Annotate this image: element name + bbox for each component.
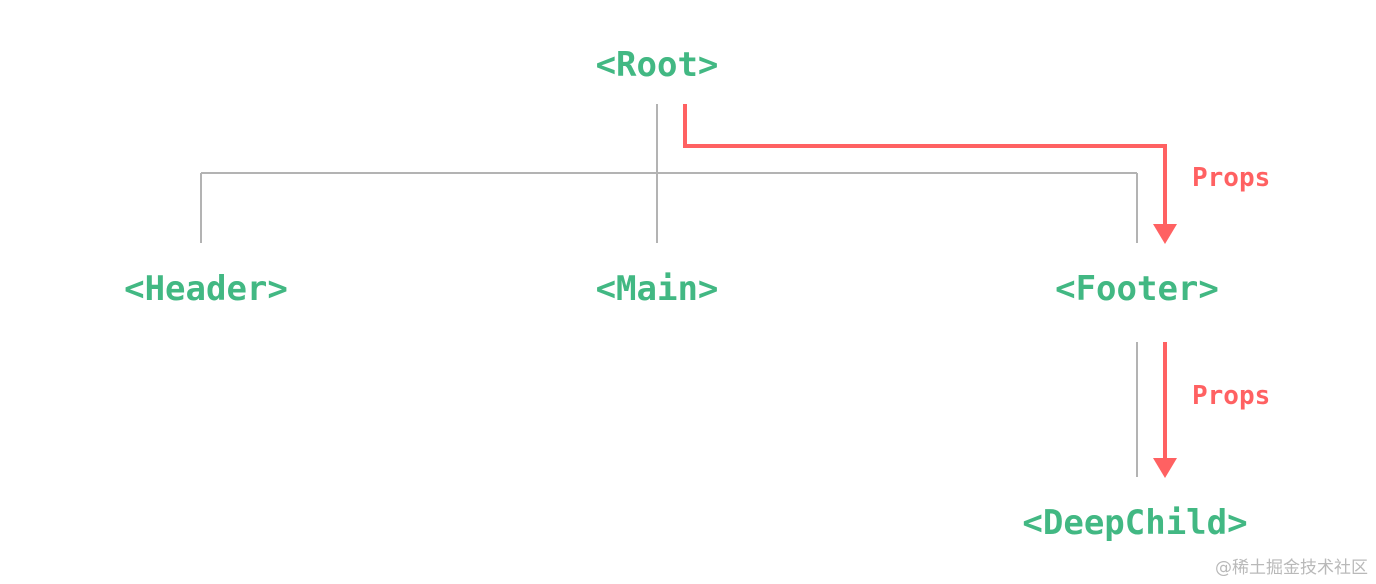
deepchild-node: <DeepChild> [1022, 503, 1247, 543]
props-label-footer-to-deepchild: Props [1192, 381, 1270, 411]
props-arrowhead-footer [1153, 224, 1177, 244]
props-label-root-to-footer: Props [1192, 163, 1270, 193]
header-node: <Header> [124, 269, 288, 309]
tree-connectors [200, 104, 1138, 477]
props-arrows [683, 104, 1177, 478]
props-arrow-root-to-footer [683, 104, 1167, 226]
props-arrowhead-deepchild [1153, 458, 1177, 478]
watermark-text: @稀土掘金技术社区 [1215, 558, 1368, 578]
root-node: <Root> [596, 45, 719, 85]
main-node: <Main> [596, 269, 719, 309]
footer-node: <Footer> [1055, 269, 1219, 309]
